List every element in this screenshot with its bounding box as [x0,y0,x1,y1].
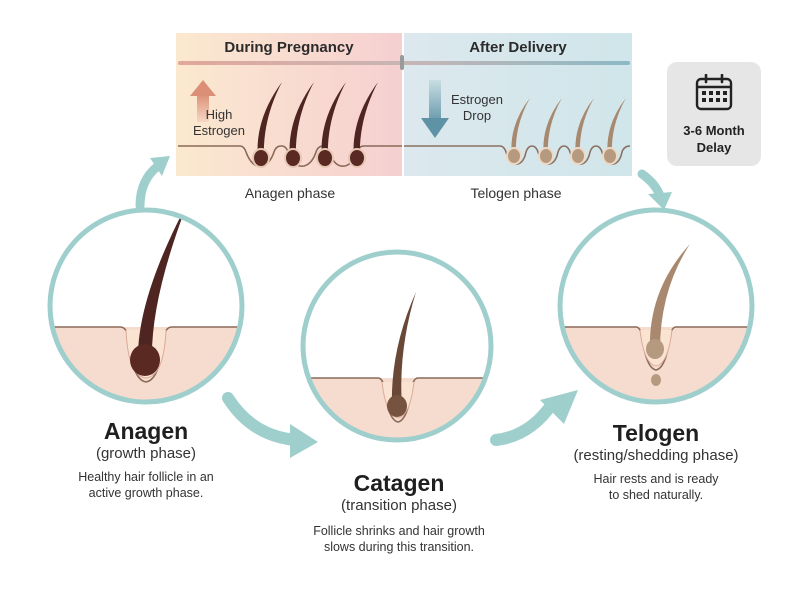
catagen-illustration [300,249,494,443]
anagen-subtitle: (growth phase) [95,445,197,462]
catagen-subtitle: (transition phase) [341,497,457,514]
anagen-phase-caption: Anagen phase [244,185,336,201]
timeline-divider [400,55,404,70]
calendar-icon [695,74,733,111]
estrogen-up-arrow [190,80,216,122]
anagen-label-group: Anagen (growth phase) Healthy hair folli… [46,418,246,501]
estrogen-down-arrow [421,80,449,138]
delay-box: 3-6 Month Delay [667,62,761,166]
anagen-description: Healthy hair follicle in an active growt… [78,470,214,500]
anagen-title: Anagen [103,418,189,444]
cycle-arrow-top-to-telogen [637,169,672,210]
postpartum-hairs [506,98,626,165]
telogen-description: Hair rests and is ready to shed naturall… [593,472,719,502]
telogen-illustration [557,207,755,405]
catagen-title: Catagen [353,470,445,496]
pregnancy-hairs [252,82,378,168]
cycle-arrow-anagen-to-top [135,156,170,211]
telogen-phase-caption: Telogen phase [470,185,562,201]
high-estrogen-label: High Estrogen [192,107,246,138]
cycle-arrow-catagen-to-telogen [490,390,578,446]
estrogen-drop-label: Estrogen Drop [450,92,504,123]
catagen-label-group: Catagen (transition phase) Follicle shri… [288,470,510,555]
delay-label: 3-6 Month Delay [683,123,745,155]
catagen-description: Follicle shrinks and hair growth slows d… [313,524,485,554]
cycle-arrow-anagen-to-catagen [222,392,318,458]
telogen-subtitle: (resting/shedding phase) [573,447,739,464]
postpartum-title: After Delivery [469,39,567,56]
telogen-label-group: Telogen (resting/shedding phase) Hair re… [548,420,764,503]
pregnancy-title: During Pregnancy [224,39,354,56]
telogen-title: Telogen [612,420,700,446]
